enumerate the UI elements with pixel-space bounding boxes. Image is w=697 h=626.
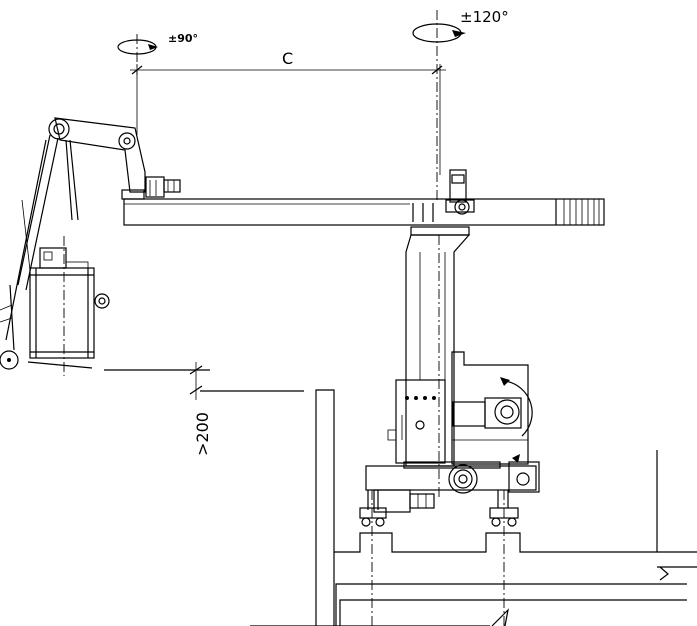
rotation-label-top: ±120°: [460, 8, 509, 26]
dimension-clearance: >200: [189, 362, 212, 456]
rotation-symbol-left: ±90°: [117, 32, 198, 75]
drive-unit: [387, 351, 533, 465]
clearance-label: >200: [193, 412, 212, 456]
dimension-c: C: [130, 49, 446, 175]
slewing-ring: [410, 169, 475, 236]
base-frame: [359, 454, 540, 626]
foundation-outline: [104, 369, 697, 626]
rotation-symbol-top: ±120°: [412, 8, 509, 200]
suspended-basket: [27, 236, 110, 376]
dimension-c-label: C: [282, 49, 293, 68]
knuckle-arm: [0, 117, 146, 370]
rotation-label-left: ±90°: [168, 32, 198, 45]
horizontal-boom: [121, 176, 605, 226]
vertical-column: [405, 234, 471, 500]
